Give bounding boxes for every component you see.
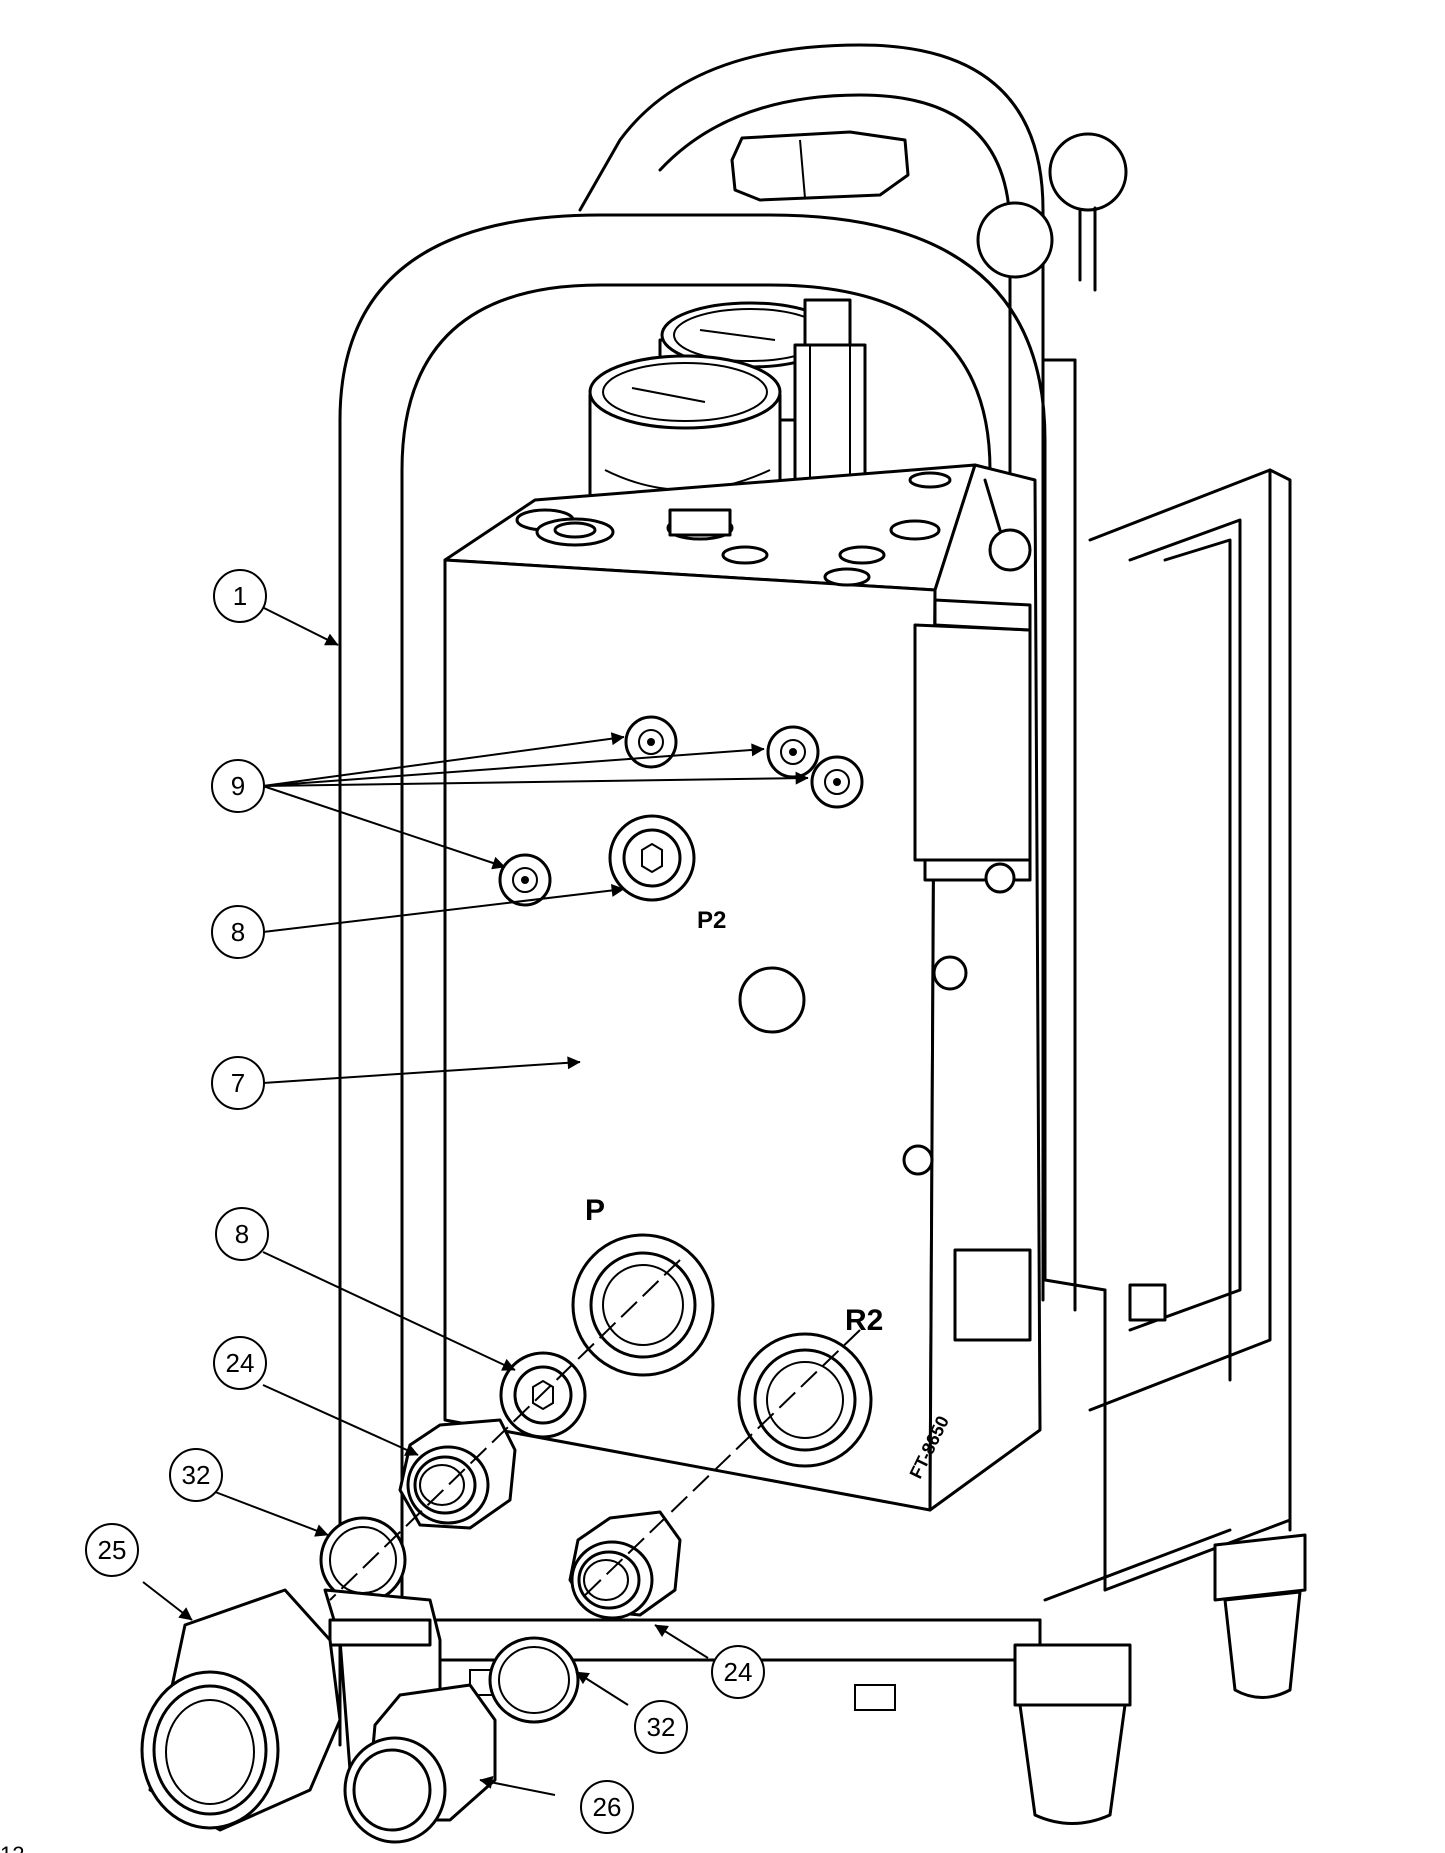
svg-text:1: 1: [233, 581, 247, 611]
solenoid-valve: [913, 478, 1032, 882]
callout-1: 1: [213, 569, 267, 623]
port-label-r2: R2: [845, 1304, 883, 1337]
svg-text:24: 24: [724, 1657, 753, 1687]
svg-text:26: 26: [593, 1792, 622, 1822]
callout-32-right: 32: [634, 1700, 688, 1754]
rubber-feet: [1013, 1533, 1307, 1825]
side-rails: [1088, 468, 1292, 1532]
leader-lines: [142, 606, 809, 1796]
svg-text:8: 8: [231, 917, 245, 947]
ball-knob-rear: [1048, 132, 1128, 212]
svg-text:32: 32: [647, 1712, 676, 1742]
seal-washers-32: [319, 1516, 580, 1724]
callout-25: 25: [85, 1523, 139, 1577]
svg-text:25: 25: [98, 1535, 127, 1565]
callout-32-left: 32: [169, 1448, 223, 1502]
callout-24-left: 24: [213, 1336, 267, 1390]
callout-7: 7: [211, 1056, 265, 1110]
p2-port-plug: [608, 814, 696, 902]
svg-text:8: 8: [235, 1219, 249, 1249]
blind-cap: [738, 966, 806, 1034]
page-number: 12: [0, 1842, 24, 1853]
quick-coupling-25: [140, 1588, 342, 1832]
plug-screws: [498, 715, 864, 907]
alignment-centerlines: [329, 1259, 861, 1601]
rear-frame: [578, 43, 1077, 1312]
svg-text:24: 24: [226, 1348, 255, 1378]
r2-port: [737, 1332, 873, 1468]
port-label-p: P: [585, 1194, 605, 1227]
side-fitting: [953, 1248, 1167, 1342]
top-face-fittings: [515, 471, 952, 587]
elbow-body: [323, 1588, 442, 1772]
callout-9: 9: [211, 759, 265, 813]
port-label-p2: P2: [697, 907, 726, 934]
callout-26: 26: [580, 1780, 634, 1834]
svg-text:32: 32: [182, 1460, 211, 1490]
callout-8-upper: 8: [211, 905, 265, 959]
callout-8-lower: 8: [215, 1207, 269, 1261]
top-handle-knob: [730, 130, 910, 202]
svg-text:9: 9: [231, 771, 245, 801]
callout-24-right: 24: [711, 1645, 765, 1699]
svg-text:7: 7: [231, 1068, 245, 1098]
p-port: [571, 1233, 715, 1377]
side-plugs: [902, 862, 1016, 1176]
nipple-24-right: [568, 1510, 682, 1620]
ball-knob-mid: [976, 201, 1054, 279]
hex-nipple-26: [343, 1683, 497, 1844]
